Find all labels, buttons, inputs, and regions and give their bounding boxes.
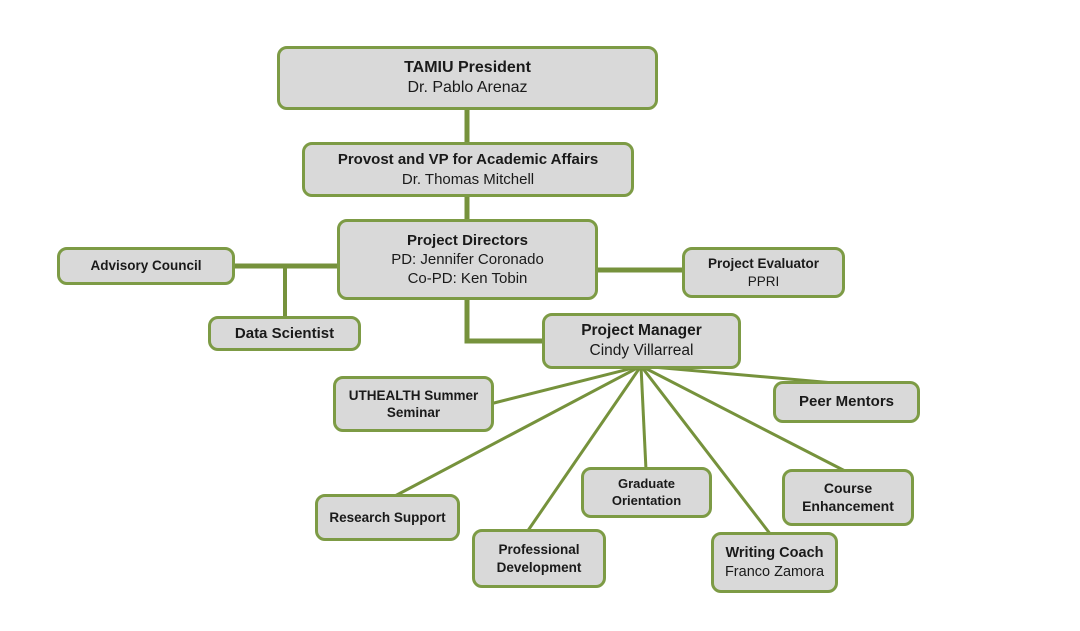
node-title: Project Manager [581,322,702,340]
node-title: Course Enhancement [802,479,894,514]
node-advisory-council: Advisory Council [57,247,235,285]
node-course-enhancement: Course Enhancement [782,469,914,526]
node-person: Cindy Villarreal [589,342,694,359]
connector-manager-graduate-orientation [639,365,648,471]
node-title: Provost and VP for Academic Affairs [337,151,599,169]
node-title: Research Support [329,509,446,525]
node-title: Graduate Orientation [611,475,682,508]
node-title: Professional Development [496,542,582,575]
connector-manager-course-enhancement [640,364,848,474]
node-title: Advisory Council [90,258,202,274]
connector-manager-professional-development [525,365,643,533]
connector-directors-manager [464,297,546,344]
node-title: Writing Coach [725,544,824,561]
node-provost: Provost and VP for Academic Affairs Dr. … [302,142,634,197]
connector-manager-uthealth [489,364,642,406]
node-research-support: Research Support [315,494,460,541]
node-writing-coach: Writing Coach Franco Zamora [711,532,838,593]
node-project-evaluator: Project Evaluator PPRI [682,247,845,298]
node-tamiu-president: TAMIU President Dr. Pablo Arenaz [277,46,658,110]
node-person-pd: PD: Jennifer Coronado [391,250,544,268]
node-project-directors: Project Directors PD: Jennifer Coronado … [337,219,598,300]
connector-manager-writing-coach [639,365,773,536]
node-person: Dr. Pablo Arenaz [407,79,528,96]
node-title: Data Scientist [234,324,335,342]
node-person-co-pd: Co-PD: Ken Tobin [407,270,528,288]
node-uthealth-summer-seminar: UTHEALTH Summer Seminar [333,376,494,432]
node-professional-development: Professional Development [472,529,606,588]
node-title: UTHEALTH Summer Seminar [348,387,479,420]
node-project-manager: Project Manager Cindy Villarreal [542,313,741,369]
node-title: Peer Mentors [798,393,895,411]
node-org: PPRI [747,273,780,289]
node-peer-mentors: Peer Mentors [773,381,920,423]
node-data-scientist: Data Scientist [208,316,361,351]
node-graduate-orientation: Graduate Orientation [581,467,712,518]
node-title: TAMIU President [404,58,531,76]
node-title: Project Evaluator [707,256,820,272]
connector-manager-research-support [392,364,642,499]
node-person: Franco Zamora [724,563,825,580]
node-person: Dr. Thomas Mitchell [401,170,535,188]
node-title: Project Directors [407,231,528,249]
